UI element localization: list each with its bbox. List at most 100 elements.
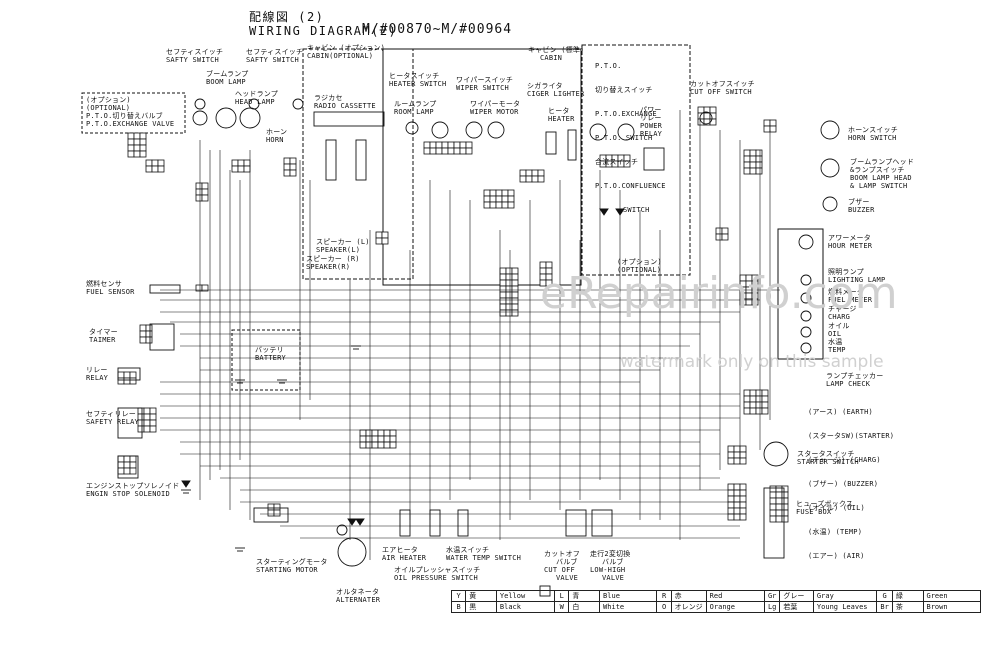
- connector-pin: [733, 507, 741, 515]
- connector-pin: [465, 141, 473, 149]
- connector-pin: [151, 159, 159, 167]
- connector-pin: [755, 395, 763, 403]
- cabin-box: [382, 48, 582, 286]
- connector-pin: [359, 441, 367, 449]
- connector-pin: [389, 429, 397, 437]
- connector-pin: [775, 485, 783, 493]
- connector-pin: [739, 445, 747, 453]
- connector-pin: [749, 161, 757, 169]
- connector-pin: [465, 147, 473, 155]
- connector-pin: [499, 297, 507, 305]
- connector-pin: [733, 489, 741, 497]
- connector-pin: [501, 189, 509, 197]
- connector-pin: [507, 195, 515, 203]
- connector-pin: [267, 509, 275, 517]
- connector-pin: [127, 150, 135, 158]
- connector-pin: [129, 461, 137, 469]
- connector-pin: [761, 401, 769, 409]
- connector-pin: [483, 195, 491, 203]
- connector-pin: [237, 165, 245, 173]
- connector-pin: [733, 495, 741, 503]
- diode-icon: [599, 208, 609, 216]
- connector-pin: [375, 237, 383, 245]
- pto-optional-box: [581, 44, 691, 276]
- component-symbol: [248, 98, 260, 110]
- connector-pin: [283, 157, 291, 165]
- connector-pin: [743, 155, 751, 163]
- connector-pin: [201, 188, 209, 196]
- connector-pin: [775, 503, 783, 511]
- connector-pin: [499, 291, 507, 299]
- component-symbol: [763, 487, 785, 559]
- connector-pin: [453, 147, 461, 155]
- pto-valve-box: [81, 92, 186, 134]
- connector-pin: [243, 165, 251, 173]
- connector-pin: [769, 485, 777, 493]
- connector-pin: [743, 149, 751, 157]
- connector-pin: [697, 112, 705, 120]
- component-symbol: [239, 107, 261, 129]
- connector-pin: [751, 298, 759, 306]
- lamp-check-items: (アース) (EARTH) (スタータSW)(STARTER) (チャージ) (…: [808, 408, 895, 560]
- connector-pin: [157, 159, 165, 167]
- connector-pin: [237, 159, 245, 167]
- connector-pin: [501, 195, 509, 203]
- connector-pin: [743, 407, 751, 415]
- component-symbol: [545, 131, 557, 155]
- connector-pin: [727, 513, 735, 521]
- connector-pin: [149, 425, 157, 433]
- connector-pin: [359, 429, 367, 437]
- connector-pin: [507, 189, 515, 197]
- component-symbol: [567, 129, 577, 161]
- connector-pin: [365, 429, 373, 437]
- connector-pin: [781, 485, 789, 493]
- connector-pin: [149, 413, 157, 421]
- connector-pin: [283, 163, 291, 171]
- speaker-r-label: スピーカー (R)SPEAKER(R): [306, 255, 360, 271]
- connector-pin: [389, 441, 397, 449]
- connector-pin: [749, 389, 757, 397]
- connector-pin: [739, 457, 747, 465]
- connector-pin: [739, 507, 747, 515]
- connector-pin: [769, 491, 777, 499]
- connector-pin: [377, 441, 385, 449]
- connector-pin: [495, 195, 503, 203]
- connector-pin: [435, 147, 443, 155]
- connector-pin: [499, 285, 507, 293]
- meter-panel-box: [777, 228, 824, 360]
- connector-pin: [733, 457, 741, 465]
- connector-pin: [201, 194, 209, 202]
- connector-pin: [289, 157, 297, 165]
- connector-pin: [749, 167, 757, 175]
- connector-pin: [519, 169, 527, 177]
- component-symbol: [337, 537, 367, 567]
- component-symbol: [215, 107, 237, 129]
- component-symbol: [405, 121, 419, 135]
- connector-pin: [743, 389, 751, 397]
- connector-pin: [489, 201, 497, 209]
- component-symbol: [117, 367, 141, 381]
- connector-pin: [755, 407, 763, 415]
- connector-pin: [537, 175, 545, 183]
- component-symbol: [589, 123, 607, 141]
- connector-pin: [511, 279, 519, 287]
- connector-pin: [383, 441, 391, 449]
- connector-pin: [143, 419, 151, 427]
- connector-pin: [761, 389, 769, 397]
- component-symbol: [798, 234, 814, 250]
- connector-pin: [715, 233, 723, 241]
- connector-pin: [697, 106, 705, 114]
- connector-pin: [749, 155, 757, 163]
